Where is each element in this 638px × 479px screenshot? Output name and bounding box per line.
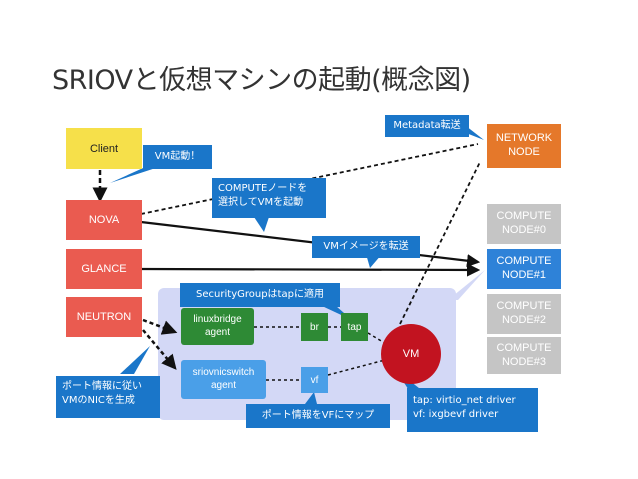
- glance-box: GLANCE: [66, 249, 142, 289]
- line-vf-to-vm: [327, 359, 386, 376]
- vf-box: vf: [301, 367, 328, 393]
- linuxbridge-agent-box: linuxbridge agent: [181, 308, 254, 345]
- compute-node-1-box: COMPUTE NODE#1: [487, 249, 561, 289]
- arrow-neutron-to-sriov: [142, 329, 177, 370]
- nova-box: NOVA: [66, 200, 142, 240]
- neutron-box: NEUTRON: [66, 297, 142, 337]
- callout-map-vf: ポート情報をVFにマップ: [246, 404, 390, 428]
- callout-drivers: tap: virtio_net driver vf: ixgbevf drive…: [407, 388, 538, 432]
- sriovnicswitch-agent-box: sriovnicswitch agent: [181, 360, 266, 399]
- vm-circle: VM: [381, 324, 441, 384]
- line-nova-to-network: [140, 143, 479, 215]
- arrow-glance-to-compute1: [140, 263, 481, 277]
- client-box: Client: [66, 128, 142, 169]
- tap-box: tap: [341, 313, 368, 341]
- callout-metadata: Metadata転送: [385, 115, 469, 137]
- callout-tail-select-compute: [252, 214, 270, 232]
- callout-vm-boot: VM起動！: [143, 145, 212, 169]
- callout-security-group: SecurityGroupはtapに適用: [180, 283, 340, 307]
- compute-node-0-box: COMPUTE NODE#0: [487, 204, 561, 244]
- callout-tail-port-info: [120, 346, 150, 374]
- region-pointer: [448, 270, 485, 300]
- callout-select-compute: COMPUTEノードを 選択してVMを起動: [212, 178, 326, 218]
- callout-image-transfer: VMイメージを転送: [312, 236, 420, 258]
- callout-port-info: ポート情報に従い VMのNICを生成: [56, 376, 160, 418]
- page-title: SRIOVと仮想マシンの起動(概念図): [52, 65, 471, 96]
- br-box: br: [301, 313, 328, 341]
- arrow-nova-to-compute1: [140, 220, 481, 268]
- compute-node-2-box: COMPUTE NODE#2: [487, 294, 561, 334]
- line-vm-to-network: [399, 161, 481, 325]
- arrow-neutron-to-linuxbridge: [142, 318, 178, 335]
- compute-node-3-box: COMPUTE NODE#3: [487, 337, 561, 374]
- network-node-box: NETWORK NODE: [487, 124, 561, 168]
